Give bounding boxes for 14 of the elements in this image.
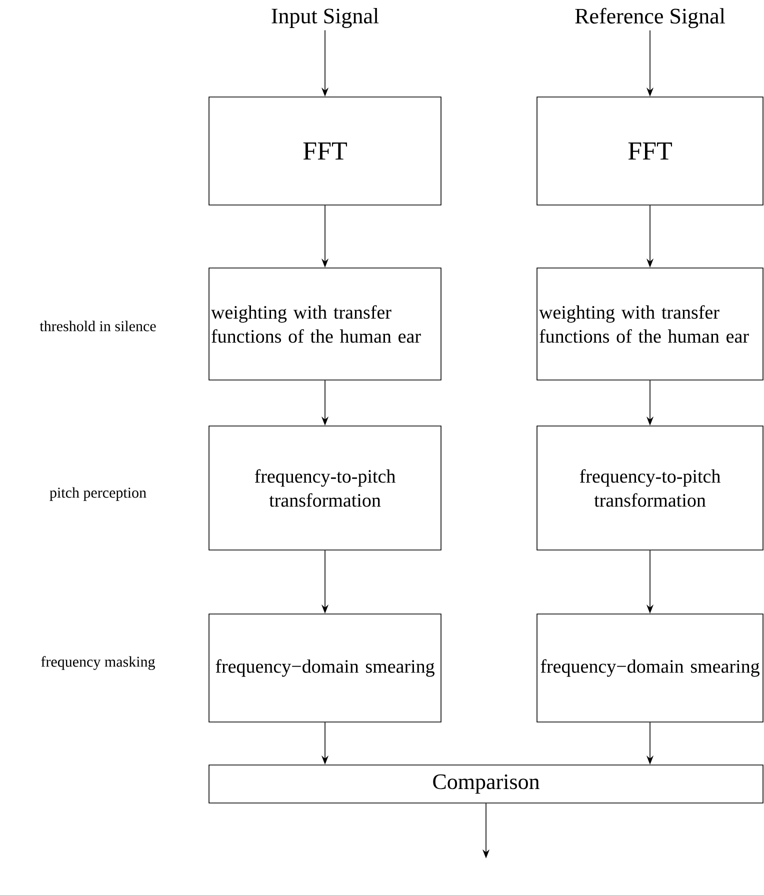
process-box: frequency−domain smearing xyxy=(536,614,764,722)
process-box: frequency-to-pitch transformation xyxy=(208,426,442,550)
process-box: frequency−domain smearing xyxy=(208,614,442,722)
process-box: Comparison xyxy=(208,764,764,804)
process-box: frequency-to-pitch transformation xyxy=(536,426,764,550)
side-label: frequency masking xyxy=(41,656,155,670)
process-box: weighting with transfer functions of the human ear xyxy=(536,268,764,380)
signal-label: Reference Signal xyxy=(575,8,726,28)
process-box: weighting with transfer functions of the human ear xyxy=(208,268,442,380)
side-label: pitch perception xyxy=(50,487,146,501)
process-box: FFT xyxy=(208,96,442,206)
side-label: threshold in silence xyxy=(40,320,156,332)
process-box: FFT xyxy=(536,96,764,206)
signal-label: Input Signal xyxy=(272,8,379,28)
